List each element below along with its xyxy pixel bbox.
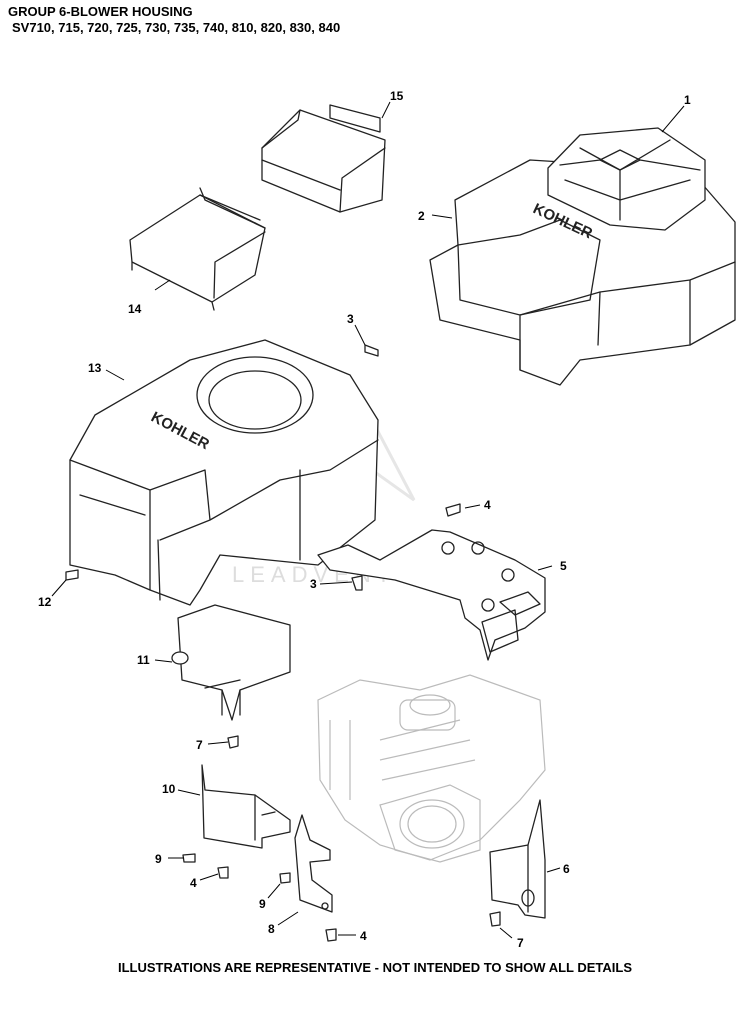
part-11-baffle[interactable] [171, 604, 291, 721]
part-15-cover[interactable] [261, 104, 386, 213]
callout-4-upper: 4 [484, 498, 491, 512]
callout-4-lower: 4 [360, 929, 367, 943]
part-14-cover[interactable] [129, 187, 266, 311]
part-1-grille[interactable] [547, 127, 706, 231]
callout-3-lower: 3 [310, 577, 317, 591]
page-title: GROUP 6-BLOWER HOUSING [8, 4, 193, 19]
callout-9-left: 9 [155, 852, 162, 866]
callout-8: 8 [268, 922, 275, 936]
callout-14: 14 [128, 302, 142, 316]
part-10-bracket[interactable] [201, 764, 291, 849]
callouts: 1 2 3 4 5 3 12 13 14 15 11 7 10 9 4 9 8 … [38, 89, 691, 950]
callout-12: 12 [38, 595, 52, 609]
callout-6: 6 [563, 862, 570, 876]
part-5-baffle[interactable] [317, 529, 546, 661]
callout-2: 2 [418, 209, 425, 223]
part-8-bracket[interactable] [294, 814, 333, 913]
callout-11: 11 [137, 653, 150, 667]
callout-4-left: 4 [190, 876, 197, 890]
disclaimer-footer: ILLUSTRATIONS ARE REPRESENTATIVE - NOT I… [118, 960, 632, 975]
callout-10: 10 [162, 782, 176, 796]
callout-7-left: 7 [196, 738, 203, 752]
callout-3-upper: 3 [347, 312, 354, 326]
part-13-blower-housing[interactable]: KOHLER [69, 339, 379, 606]
callout-15: 15 [390, 89, 404, 103]
part-6-bracket[interactable] [489, 799, 546, 919]
callout-13: 13 [88, 361, 102, 375]
leader-lines [51, 101, 685, 939]
callout-9-right: 9 [259, 897, 266, 911]
model-list: SV710, 715, 720, 725, 730, 735, 740, 810… [12, 20, 341, 35]
callout-7-right: 7 [517, 936, 524, 950]
fasteners[interactable] [65, 344, 501, 942]
callout-5: 5 [560, 559, 567, 573]
engine-block [317, 674, 546, 863]
callout-1: 1 [684, 93, 691, 107]
